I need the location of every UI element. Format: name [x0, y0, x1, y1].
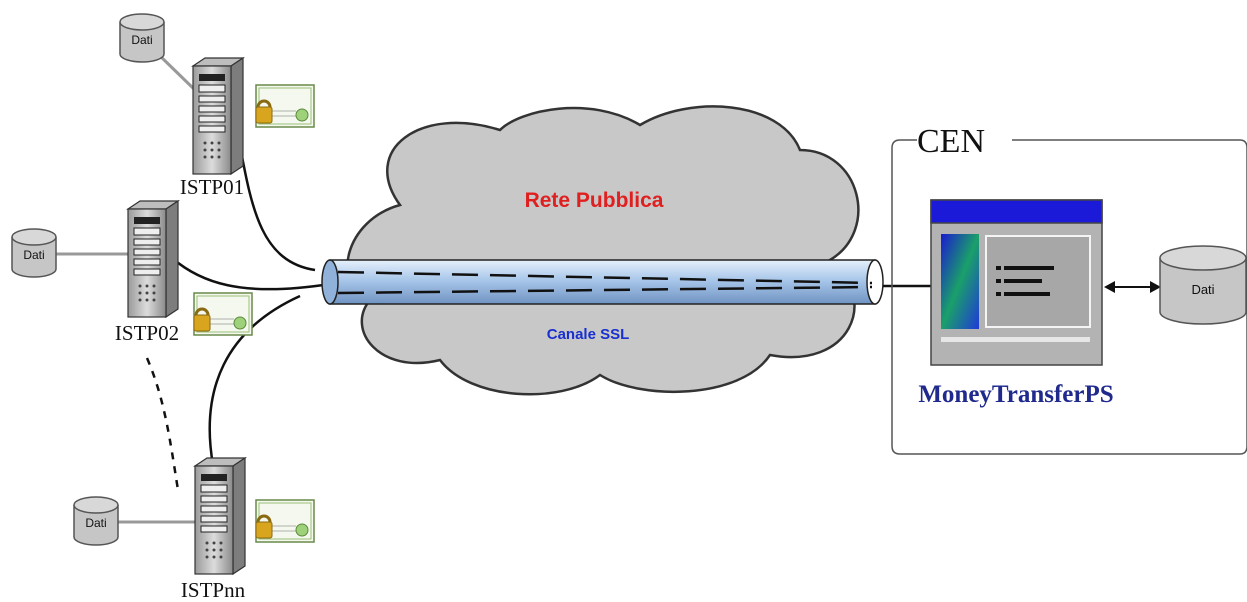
connector-line-istp02 — [171, 257, 331, 291]
server-db-label: Dati — [85, 516, 106, 530]
bidirectional-arrow — [1104, 281, 1161, 293]
cen-label: CEN — [917, 123, 985, 160]
certificate-lock-icon — [254, 83, 316, 129]
connector-line-istpnn — [208, 294, 301, 466]
connector-dotted-line — [145, 357, 180, 491]
db-link-istp01 — [156, 52, 197, 92]
ssl-channel-pipe — [321, 259, 884, 305]
connector-line-istp01 — [238, 145, 316, 272]
certificate-lock-icon — [192, 291, 254, 337]
server-name-istp02: ISTP02 — [115, 321, 179, 345]
cen-container — [891, 139, 1247, 455]
server-db-label: Dati — [131, 33, 152, 47]
server-icon — [192, 57, 244, 175]
server-name-istpnn: ISTPnn — [181, 578, 246, 602]
network-label: Rete Pubblica — [525, 189, 664, 212]
public-network-cloud — [346, 105, 860, 396]
certificate-lock-icon — [254, 498, 316, 544]
channel-label: Canale SSL — [547, 326, 630, 343]
server-icon — [194, 457, 246, 575]
server-name-istp01: ISTP01 — [180, 175, 244, 199]
cen-db-label: Dati — [1191, 282, 1214, 297]
app-label: MoneyTransferPS — [918, 381, 1113, 408]
app-window-icon — [930, 199, 1103, 366]
server-icon — [127, 200, 179, 318]
server-db-label: Dati — [23, 248, 44, 262]
cen-database-icon — [1159, 245, 1247, 325]
